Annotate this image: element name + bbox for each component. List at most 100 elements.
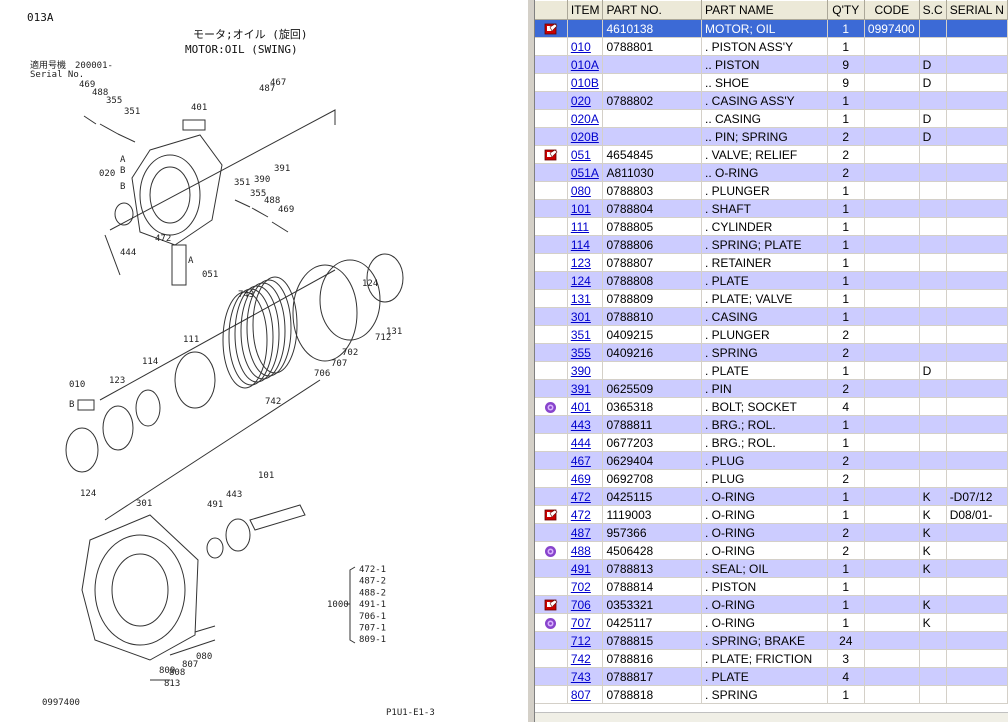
item-link[interactable]: 390 xyxy=(570,363,591,378)
item-link[interactable]: 131 xyxy=(570,291,591,306)
callout-label: 101 xyxy=(258,471,274,481)
item-link[interactable]: 051 xyxy=(570,147,591,162)
column-header-4[interactable]: Q'TY xyxy=(827,0,865,20)
item-link[interactable]: 020A xyxy=(570,111,599,126)
part-number-cell xyxy=(602,127,702,146)
item-link[interactable]: 488 xyxy=(570,543,591,558)
gear-icon[interactable] xyxy=(544,399,557,413)
item-link[interactable]: 706 xyxy=(570,597,591,612)
column-header-0[interactable] xyxy=(535,0,568,20)
item-link[interactable]: 472 xyxy=(570,489,591,504)
item-link[interactable]: 301 xyxy=(570,309,591,324)
item-link[interactable]: 707 xyxy=(570,615,591,630)
column-header-1[interactable]: ITEM xyxy=(567,0,604,20)
book-icon[interactable] xyxy=(544,598,558,612)
gear-icon[interactable] xyxy=(544,615,557,629)
item-cell: 702 xyxy=(567,577,604,596)
item-link[interactable]: 351 xyxy=(570,327,591,342)
item-link[interactable]: 742 xyxy=(570,651,591,666)
item-link[interactable]: 807 xyxy=(570,687,591,702)
item-link[interactable]: 472 xyxy=(570,507,591,522)
book-icon[interactable] xyxy=(544,148,558,162)
item-link[interactable]: 124 xyxy=(570,273,591,288)
gear-icon[interactable] xyxy=(544,543,557,557)
code-cell xyxy=(864,685,920,704)
horizontal-scrollbar[interactable] xyxy=(535,712,1008,722)
item-link[interactable]: 712 xyxy=(570,633,591,648)
callout-label: B xyxy=(120,166,125,176)
item-link[interactable]: 111 xyxy=(570,219,590,234)
pane-splitter[interactable] xyxy=(527,0,535,722)
item-link[interactable]: 010B xyxy=(570,75,599,90)
item-link[interactable]: 114 xyxy=(570,237,590,252)
item-link[interactable]: 467 xyxy=(570,453,591,468)
item-link[interactable]: 401 xyxy=(570,399,591,414)
book-icon[interactable] xyxy=(544,508,558,522)
friction-plate xyxy=(252,276,298,374)
item-link[interactable]: 443 xyxy=(570,417,591,432)
part-number-cell: 0788801 xyxy=(602,37,702,56)
item-link[interactable]: 702 xyxy=(570,579,591,594)
item-link[interactable]: 051A xyxy=(570,165,599,180)
item-link[interactable]: 010 xyxy=(570,39,591,54)
item-link[interactable]: 010A xyxy=(570,57,599,72)
column-header-2[interactable]: PART NO. xyxy=(602,0,702,20)
item-link[interactable]: 080 xyxy=(570,183,591,198)
item-link[interactable]: 123 xyxy=(570,255,591,270)
column-header-3[interactable]: PART NAME xyxy=(701,0,828,20)
column-header-6[interactable]: S.C xyxy=(919,0,947,20)
item-link[interactable]: 020 xyxy=(570,93,591,108)
item-link[interactable]: 487 xyxy=(570,525,591,540)
column-header-7[interactable]: SERIAL N xyxy=(946,0,1008,20)
column-header-5[interactable]: CODE xyxy=(864,0,920,20)
item-link[interactable]: 355 xyxy=(570,345,591,360)
callout-label: 491 xyxy=(207,500,223,510)
book-icon[interactable] xyxy=(544,22,558,36)
item-link[interactable]: 444 xyxy=(570,435,591,450)
item-link[interactable]: 491 xyxy=(570,561,591,576)
item-link[interactable]: 391 xyxy=(570,381,591,396)
item-link[interactable]: 743 xyxy=(570,669,591,684)
item-link[interactable]: 020B xyxy=(570,129,599,144)
item-link[interactable]: 101 xyxy=(570,201,591,216)
item-link[interactable]: 469 xyxy=(570,471,591,486)
